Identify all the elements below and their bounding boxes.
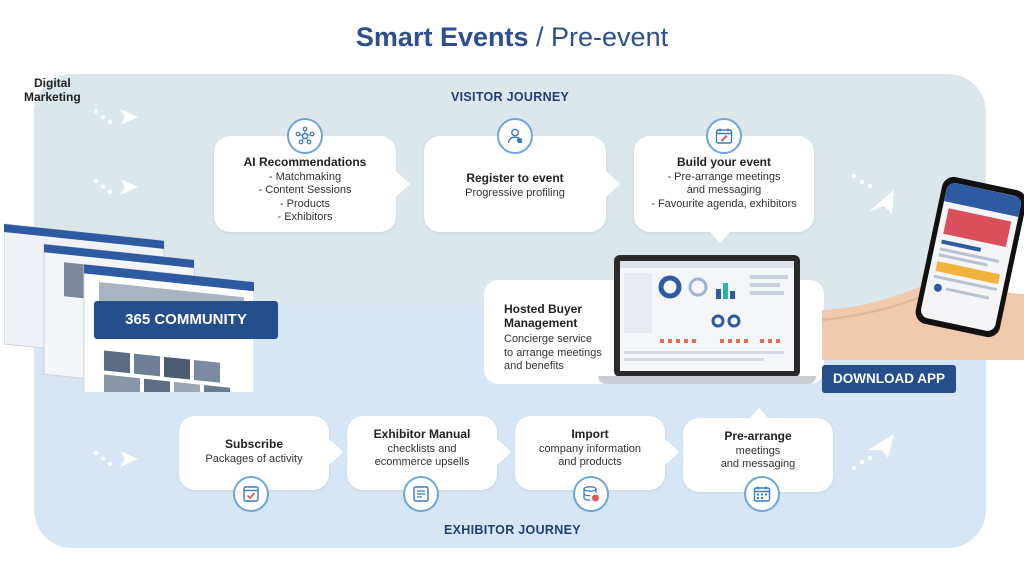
card-line: and products	[558, 456, 622, 468]
card-line: - Products	[279, 197, 331, 210]
dotted-arrow-icon	[93, 108, 138, 125]
card-title: Register to event	[466, 171, 564, 185]
digital-marketing-line1: Digital	[34, 76, 71, 90]
community-badge[interactable]: 365 COMMUNITY	[94, 301, 278, 339]
card-line: ecommerce upsells	[374, 456, 470, 468]
card-line: - Exhibitors	[277, 211, 333, 223]
card-line: - Content Sessions	[258, 184, 352, 196]
dotted-arrow-icon	[93, 178, 138, 195]
card-title: Import	[571, 427, 609, 441]
card-line: and messaging	[686, 184, 762, 196]
card-pointer	[606, 171, 620, 197]
title-separator: /	[536, 22, 544, 52]
card-pointer	[665, 439, 679, 465]
calendar-icon	[744, 476, 780, 512]
card-title-line: Management	[504, 316, 578, 330]
card-title: Pre-arrange	[724, 429, 792, 443]
dotted-arrow-up-icon	[851, 173, 894, 214]
card-line: to arrange meetings	[504, 346, 602, 359]
card-line: company information	[538, 442, 642, 455]
dotted-arrow-up-icon	[851, 434, 894, 471]
user-icon	[497, 118, 533, 154]
card-line: - Pre-arrange meetings	[667, 170, 781, 183]
card-pointer	[396, 171, 410, 197]
visitor-journey-label: VISITOR JOURNEY	[451, 90, 570, 104]
card-title: AI Recommendations	[243, 155, 367, 169]
checklist-icon	[233, 476, 269, 512]
card-line: and benefits	[504, 360, 564, 372]
phone-app-image	[913, 174, 1024, 340]
digital-marketing-line2: Marketing	[24, 90, 81, 104]
card-line: - Matchmaking	[268, 170, 342, 183]
laptop-base	[598, 376, 816, 384]
calendar-edit-icon	[706, 118, 742, 154]
title-bold: Smart Events	[355, 22, 529, 52]
dotted-arrow-icon	[93, 450, 138, 467]
digital-marketing-label: Digital Marketing	[24, 76, 81, 104]
card-line: and messaging	[720, 458, 796, 470]
database-icon	[573, 476, 609, 512]
card-title: Hosted Buyer Management	[504, 302, 614, 330]
page-title: Smart Events / Pre-event	[0, 22, 1024, 53]
card-import: Import company information and products	[515, 416, 665, 490]
card-line: Progressive profiling	[465, 186, 565, 199]
card-title-line: Hosted Buyer	[504, 302, 583, 316]
card-line: Concierge service	[504, 333, 593, 345]
manual-icon	[403, 476, 439, 512]
card-title: Exhibitor Manual	[373, 427, 471, 441]
card-pointer	[497, 439, 511, 465]
card-pointer	[749, 408, 769, 419]
card-pointer	[710, 232, 730, 243]
card-line: checklists and	[387, 442, 457, 455]
network-icon	[287, 118, 323, 154]
laptop-dashboard-image	[614, 255, 800, 377]
title-rest: Pre-event	[551, 22, 669, 52]
card-pointer	[329, 439, 343, 465]
exhibitor-journey-label: EXHIBITOR JOURNEY	[444, 523, 581, 537]
download-app-badge[interactable]: DOWNLOAD APP	[822, 365, 956, 393]
card-title: Subscribe	[224, 437, 284, 451]
card-line: - Favourite agenda, exhibitors	[651, 197, 797, 210]
card-line: meetings	[735, 444, 781, 457]
card-text: Concierge service to arrange meetings an…	[504, 333, 624, 374]
card-title: Build your event	[676, 155, 771, 169]
card-line: Packages of activity	[205, 452, 303, 465]
